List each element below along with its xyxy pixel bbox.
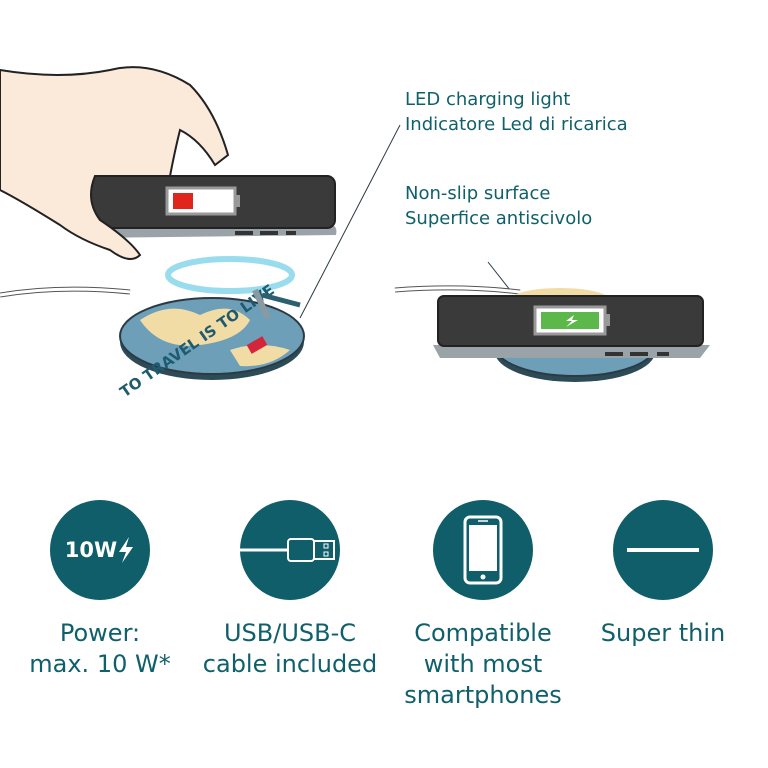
feature-cable-label: USB/USB-C cable included [195,618,385,680]
lightning-icon [119,537,134,563]
surface-leader-line [487,261,511,291]
label-line: with most [423,650,543,678]
feature-compatible: Compatible with most smartphones [388,500,578,711]
label-line: USB/USB-C [223,619,357,647]
power-icon-text: 10W [64,538,118,562]
hand [0,66,230,260]
callout-surface-en: Non-slip surface [405,183,551,204]
thin-bar [627,548,699,552]
smartphone-icon [433,500,533,600]
power-10w-icon: 10W [50,500,150,600]
battery-low-icon [173,193,193,209]
charging-pad-left: TO TRAVEL IS TO LIVE [117,281,305,401]
product-illustration: TO TRAVEL IS TO LIVE [0,66,710,401]
label-line: Compatible [414,619,552,647]
label-line: cable included [202,650,378,678]
callout-led-en: LED charging light [405,89,571,110]
feature-thin-label: Super thin [568,618,758,649]
usb-plug-icon [240,538,335,562]
feature-cable: USB/USB-C cable included [195,500,385,680]
label-line: Super thin [600,619,726,647]
label-line: smartphones [404,681,562,709]
feature-power: 10W Power: max. 10 W* [5,500,195,680]
callout-surface: Non-slip surface Superfice antiscivolo [405,181,592,231]
feature-thin: Super thin [568,500,758,649]
led-leader-line [299,124,401,319]
feature-compatible-label: Compatible with most smartphones [388,618,578,711]
label-line: Power: [59,619,141,647]
callout-surface-it: Superfice antiscivolo [405,208,593,229]
charging-bolt-icon [566,315,578,327]
label-line: max. 10 W* [29,650,171,678]
phone-right [433,295,710,358]
feature-power-label: Power: max. 10 W* [5,618,195,680]
charging-glow [165,256,295,294]
callout-led-it: Indicatore Led di ricarica [405,114,628,135]
thin-line-icon [613,500,713,600]
phone-left [69,175,337,238]
phone-outline-icon [463,515,503,585]
usb-cable-icon [240,500,340,600]
callout-led: LED charging light Indicatore Led di ric… [405,87,628,137]
